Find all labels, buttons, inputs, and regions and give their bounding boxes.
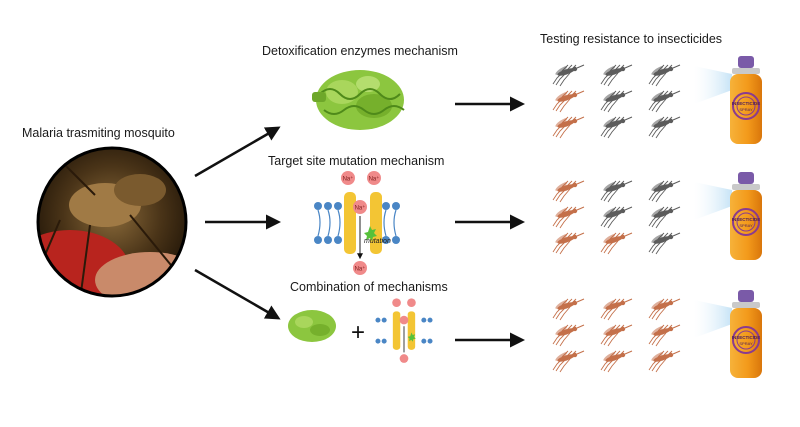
susceptible-mosquito xyxy=(648,232,681,255)
spray-cloud xyxy=(694,182,732,220)
spray-cloud xyxy=(694,66,732,104)
mutation-label: mutation xyxy=(364,238,391,245)
susceptible-mosquito xyxy=(600,206,633,229)
resistant-mosquito xyxy=(600,324,633,347)
resistant-mosquito xyxy=(552,90,585,113)
sodium-channel-icon: Na⁺ Na⁺ Na⁺ Na⁺ mutation xyxy=(314,171,400,275)
resistant-mosquito xyxy=(552,232,585,255)
can-label: SPRAY xyxy=(739,223,753,228)
membrane-lipids-left xyxy=(314,202,342,244)
susceptible-mosquito xyxy=(600,64,633,87)
combination-channel-icon xyxy=(375,298,433,363)
resistant-mosquito xyxy=(600,298,633,321)
mechanism-label-detox: Detoxification enzymes mechanism xyxy=(262,44,458,58)
resistant-mosquito xyxy=(648,350,681,373)
resistant-mosquito xyxy=(552,116,585,139)
susceptible-mosquito xyxy=(648,116,681,139)
can-label: SPRAY xyxy=(739,107,753,112)
resistant-mosquito xyxy=(600,232,633,255)
ion-icon xyxy=(367,171,381,185)
arrow-to-combination xyxy=(194,268,281,320)
resistant-mosquito xyxy=(648,298,681,321)
mutation-star-icon xyxy=(364,226,377,241)
mosquito-photo xyxy=(36,146,188,298)
testing-title: Testing resistance to insecticides xyxy=(540,32,723,46)
susceptible-mosquito xyxy=(552,64,585,87)
ion-label: Na⁺ xyxy=(369,176,380,183)
can-label: SPRAY xyxy=(739,341,753,346)
resistant-mosquito xyxy=(648,324,681,347)
ion-label: Na⁺ xyxy=(343,176,354,183)
membrane-lipids-right xyxy=(382,202,400,244)
ion-label: Na⁺ xyxy=(355,266,366,273)
source-title: Malaria trasmiting mosquito xyxy=(22,126,175,140)
spray-cloud xyxy=(694,300,732,338)
arrow-to-detox xyxy=(194,126,281,178)
can-label: INSECTICIDE xyxy=(732,217,761,222)
detox-enzyme-icon xyxy=(312,70,405,130)
mechanism-label-combination: Combination of mechanisms xyxy=(290,280,448,294)
combination-enzyme-icon xyxy=(288,310,336,342)
ion-icon xyxy=(341,171,355,185)
susceptible-mosquito xyxy=(648,90,681,113)
resistant-mosquito xyxy=(552,324,585,347)
resistant-mosquito xyxy=(552,206,585,229)
can-label: INSECTICIDE xyxy=(732,335,761,340)
susceptible-mosquito xyxy=(600,116,633,139)
can-label: INSECTICIDE xyxy=(732,101,761,106)
resistant-mosquito xyxy=(600,350,633,373)
susceptible-mosquito xyxy=(648,206,681,229)
ion-icon xyxy=(353,200,367,214)
susceptible-mosquito xyxy=(648,64,681,87)
susceptible-mosquito xyxy=(648,180,681,203)
susceptible-mosquito xyxy=(600,180,633,203)
resistant-mosquito xyxy=(552,180,585,203)
mechanism-label-target-site: Target site mutation mechanism xyxy=(268,154,445,168)
resistant-mosquito xyxy=(552,298,585,321)
susceptible-mosquito xyxy=(600,90,633,113)
combination-plus: + xyxy=(351,319,365,346)
testing-area: INSECTICIDESPRAYINSECTICIDESPRAYINSECTIC… xyxy=(552,56,762,378)
ion-label: Na⁺ xyxy=(355,205,366,212)
resistant-mosquito xyxy=(552,350,585,373)
ion-icon xyxy=(353,261,367,275)
